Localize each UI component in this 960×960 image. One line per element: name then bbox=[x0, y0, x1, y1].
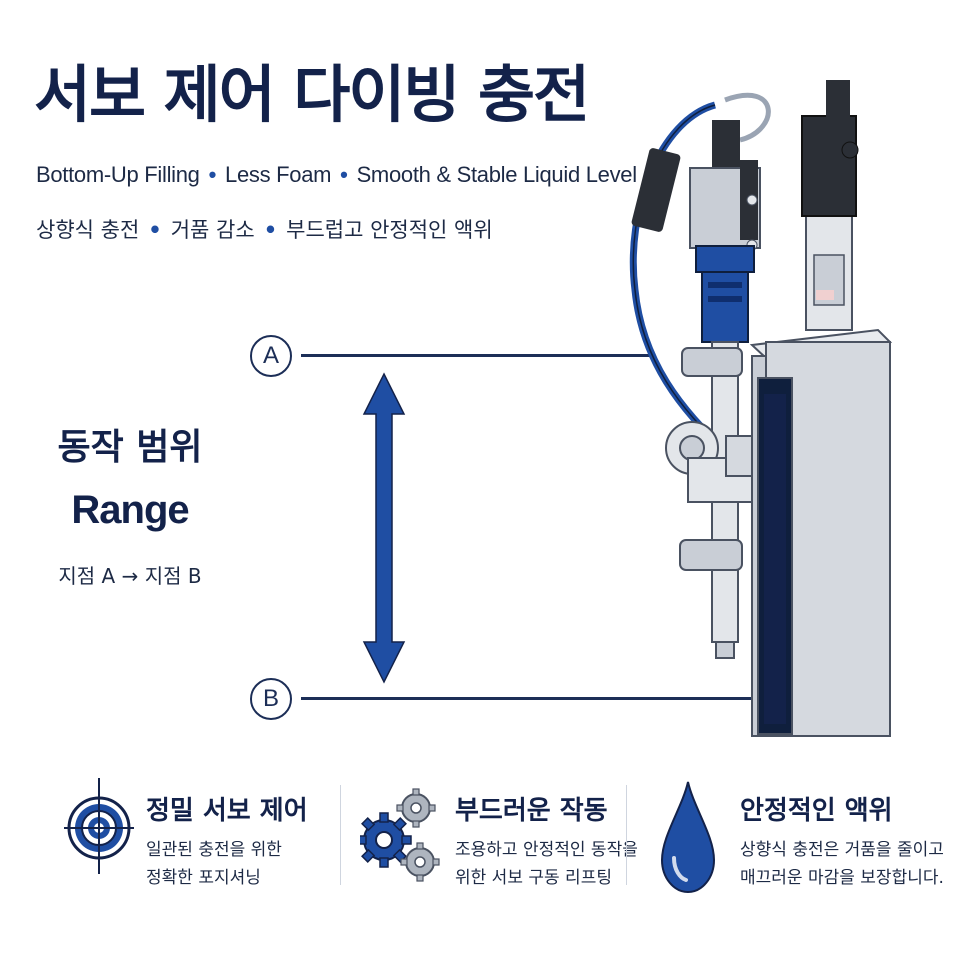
page-title: 서보 제어 다이빙 충전 bbox=[34, 58, 590, 131]
subtitle-ko-item: 부드럽고 안정적인 액위 bbox=[286, 218, 493, 242]
feature-stable-title: 안정적인 액위 bbox=[740, 796, 893, 826]
filling-machine-illustration bbox=[629, 80, 893, 737]
feature-precision-desc: 일관된 충전을 위한 정확한 포지셔닝 bbox=[146, 836, 282, 892]
feature-desc-line: 일관된 충전을 위한 bbox=[146, 840, 282, 860]
point-a-marker: A bbox=[250, 335, 292, 377]
subtitle-en-item: Smooth & Stable Liquid Level bbox=[356, 162, 638, 187]
subtitle-korean: 상향식 충전 • 거품 감소 • 부드럽고 안정적인 액위 bbox=[36, 214, 493, 244]
bullet-dot: • bbox=[340, 162, 348, 187]
feature-desc-line: 위한 서보 구동 리프팅 bbox=[455, 868, 612, 888]
bullet-dot: • bbox=[263, 218, 278, 242]
water-drop-icon bbox=[660, 781, 716, 894]
range-title-korean: 동작 범위 bbox=[57, 427, 203, 468]
subtitle-ko-item: 상향식 충전 bbox=[36, 218, 140, 242]
point-a-guide-line bbox=[301, 354, 651, 357]
point-b-marker: B bbox=[250, 678, 292, 720]
feature-desc-line: 정확한 포지셔닝 bbox=[146, 868, 261, 888]
double-arrow-icon bbox=[362, 372, 406, 684]
bullet-dot: • bbox=[148, 218, 162, 242]
section-divider bbox=[626, 785, 627, 885]
feature-desc-line: 매끄러운 마감을 보장합니다. bbox=[740, 868, 944, 888]
subtitle-en-item: Less Foam bbox=[225, 162, 332, 187]
feature-precision-title: 정밀 서보 제어 bbox=[146, 796, 308, 826]
range-title-english: Range bbox=[71, 488, 189, 532]
range-path-label: 지점 A → 지점 B bbox=[58, 564, 202, 588]
bullet-dot: • bbox=[208, 162, 217, 187]
feature-smooth-desc: 조용하고 안정적인 동작을 위한 서보 구동 리프팅 bbox=[455, 836, 638, 892]
feature-desc-line: 상향식 충전은 거품을 줄이고 bbox=[740, 840, 944, 860]
point-b-guide-line bbox=[301, 697, 753, 700]
subtitle-ko-item: 거품 감소 bbox=[170, 218, 255, 242]
gear-icon bbox=[360, 788, 440, 882]
subtitle-english: Bottom-Up Filling • Less Foam • Smooth & Sta… bbox=[36, 162, 637, 188]
subtitle-en-item: Bottom-Up Filling bbox=[36, 162, 200, 187]
feature-smooth-title: 부드러운 작동 bbox=[455, 796, 608, 826]
feature-stable-desc: 상향식 충전은 거품을 줄이고 매끄러운 마감을 보장합니다. bbox=[740, 836, 944, 892]
target-icon bbox=[64, 778, 134, 874]
section-divider bbox=[340, 785, 341, 885]
feature-desc-line: 조용하고 안정적인 동작을 bbox=[455, 840, 638, 860]
